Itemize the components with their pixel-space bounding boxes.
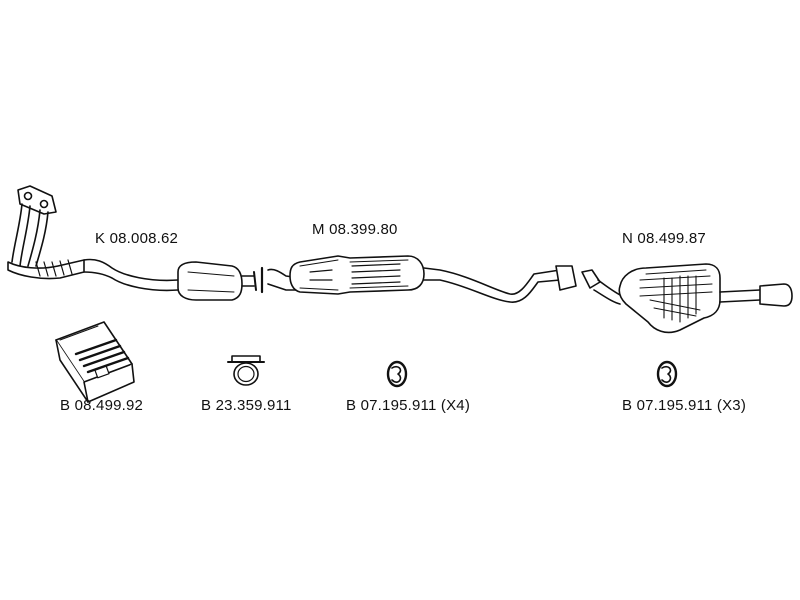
mounting-kit-label: B 08.499.92 — [60, 397, 144, 414]
hanger-drawing-rear — [656, 360, 678, 388]
clamp-drawing — [227, 355, 265, 386]
rear-silencer-label: N 08.499.87 — [622, 230, 706, 247]
clamp-label: B 23.359.911 — [201, 397, 292, 414]
hanger-drawing-middle — [386, 360, 408, 388]
middle-silencer-drawing — [260, 255, 577, 303]
front-pipe-label: K 08.008.62 — [95, 230, 179, 247]
middle-silencer-label: M 08.399.80 — [312, 221, 398, 238]
hanger-rear-label: B 07.195.911 (X3) — [622, 397, 747, 414]
hanger-middle-label: B 07.195.911 (X4) — [346, 397, 471, 414]
rear-silencer-drawing — [581, 263, 793, 334]
front-pipe-drawing — [7, 185, 257, 301]
mounting-kit-drawing — [55, 321, 135, 403]
